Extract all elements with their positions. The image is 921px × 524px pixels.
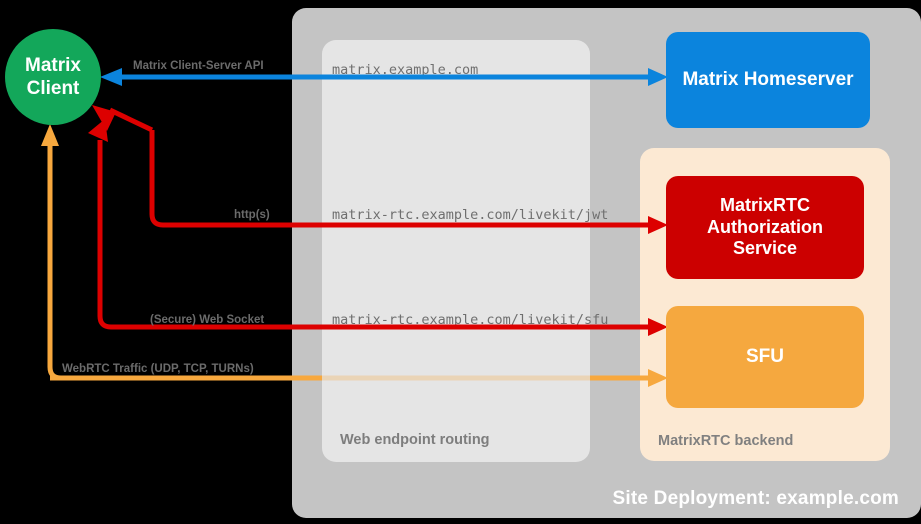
endpoint-url-livekit-sfu: matrix-rtc.example.com/livekit/sfu: [332, 312, 609, 328]
auth-service-line1: MatrixRTC: [719, 194, 810, 215]
node-matrix-client[interactable]: Matrix Client: [5, 29, 101, 125]
connector-websocket-riser: [97, 140, 112, 330]
arrowhead-webrtc-client: [41, 124, 59, 146]
matrix-homeserver-label: Matrix Homeserver: [682, 69, 854, 91]
connector-webrtc-to-client: [47, 140, 62, 381]
arrowhead-https-client: [92, 105, 116, 131]
connector-label-client-server-api: Matrix Client-Server API: [133, 60, 264, 72]
endpoint-url-livekit-jwt: matrix-rtc.example.com/livekit/jwt: [332, 207, 609, 223]
endpoint-url-matrix: matrix.example.com: [332, 62, 479, 78]
auth-service-line3: Service: [732, 238, 798, 259]
connector-label-https: http(s): [234, 209, 270, 221]
arrowhead-csapi-client: [100, 68, 122, 86]
web-endpoint-routing-label: Web endpoint routing: [340, 432, 490, 448]
node-matrix-homeserver[interactable]: Matrix Homeserver: [666, 32, 870, 128]
connector-https-riser: [149, 130, 164, 228]
matrix-client-line1: Matrix: [25, 54, 81, 76]
connector-label-webrtc-traffic: WebRTC Traffic (UDP, TCP, TURNs): [62, 363, 254, 375]
arrowhead-websocket-client: [88, 119, 108, 142]
node-sfu[interactable]: SFU: [666, 306, 864, 408]
site-deployment-label: Site Deployment: example.com: [612, 488, 899, 509]
node-matrixrtc-authorization-service[interactable]: MatrixRTC Authorization Service: [666, 176, 864, 279]
matrix-client-line2: Client: [26, 78, 80, 99]
container-web-endpoint-routing: Web endpoint routing: [322, 40, 590, 462]
connector-label-websocket: (Secure) Web Socket: [150, 314, 265, 326]
sfu-label: SFU: [746, 346, 784, 368]
matrixrtc-backend-label: MatrixRTC backend: [658, 433, 794, 449]
connector-https-diagonal: [108, 107, 154, 133]
auth-service-line2: Authorization: [707, 216, 823, 237]
